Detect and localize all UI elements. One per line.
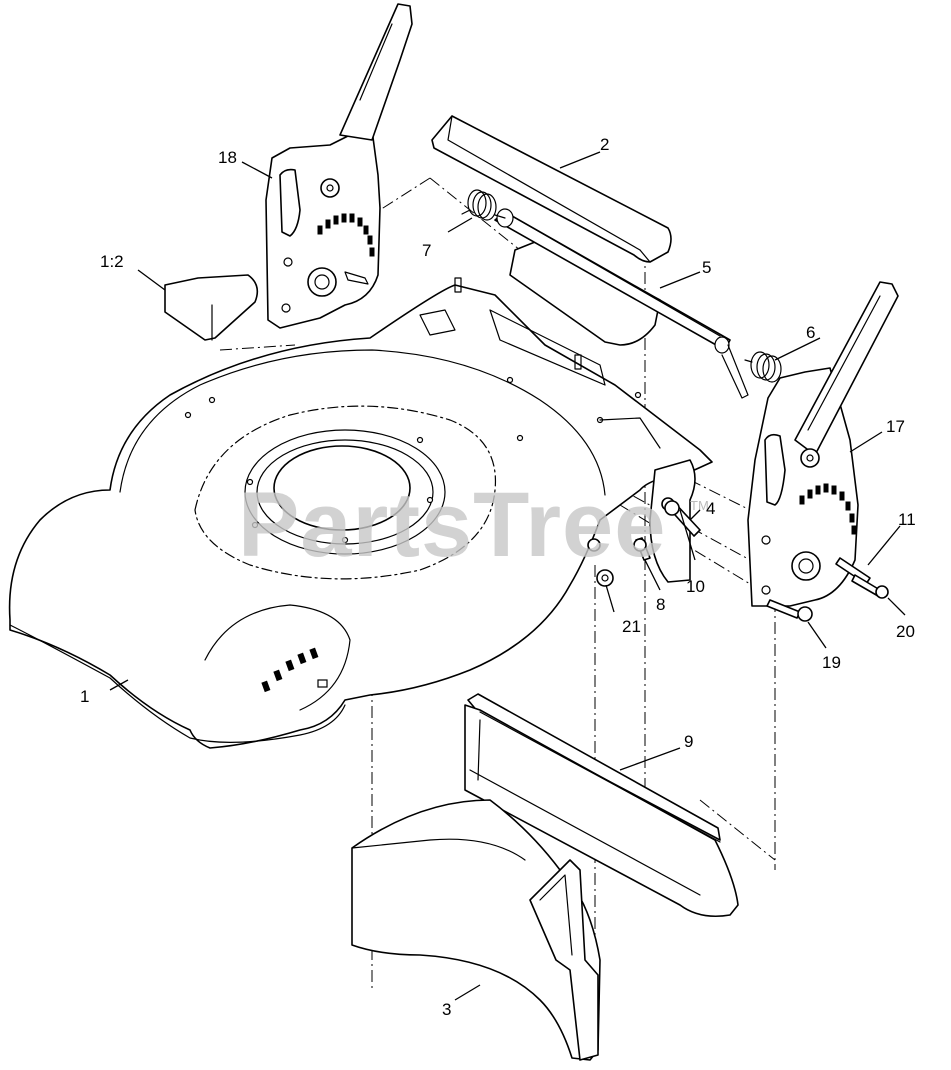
callout-labels: 2 1 1:2 18 7 5 6 17 4 11 10 8 21 20 19 9… — [80, 135, 916, 1019]
part-7-spring — [461, 189, 506, 221]
callout-2: 2 — [600, 135, 609, 154]
part-1-deck — [8, 277, 713, 749]
part-1-2-label — [164, 274, 259, 341]
callout-20: 20 — [896, 622, 915, 641]
watermark-text: PartsTree — [238, 474, 666, 576]
callout-10: 10 — [686, 577, 705, 596]
part-9-rear-baffle — [464, 693, 739, 918]
callout-19: 19 — [822, 653, 841, 672]
gear-teeth — [317, 213, 375, 257]
callout-18: 18 — [218, 148, 237, 167]
leader-lines — [109, 151, 906, 1001]
callout-7: 7 — [422, 241, 431, 260]
louver-slots — [261, 647, 328, 693]
callout-9: 9 — [684, 732, 693, 751]
watermark-tm: TM — [690, 498, 709, 513]
callout-8: 8 — [656, 595, 665, 614]
callout-1-2: 1:2 — [100, 252, 124, 271]
part-17-right-adjuster — [747, 281, 899, 607]
part-18-left-adjuster — [265, 3, 413, 329]
callout-5: 5 — [702, 258, 711, 277]
callout-6: 6 — [806, 323, 815, 342]
part-2-baffle — [431, 115, 672, 263]
part-3-chute — [351, 799, 601, 1061]
callout-1: 1 — [80, 687, 89, 706]
part-5-rod-assembly — [494, 208, 749, 399]
gear-teeth-right — [799, 483, 857, 535]
fasteners — [587, 497, 889, 622]
callout-3: 3 — [442, 1000, 451, 1019]
callout-11: 11 — [898, 510, 916, 529]
watermark: PartsTree TM — [238, 474, 709, 576]
part-6-spring — [744, 351, 782, 383]
callout-21: 21 — [622, 617, 641, 636]
callout-4: 4 — [706, 499, 715, 518]
callout-17: 17 — [886, 417, 905, 436]
